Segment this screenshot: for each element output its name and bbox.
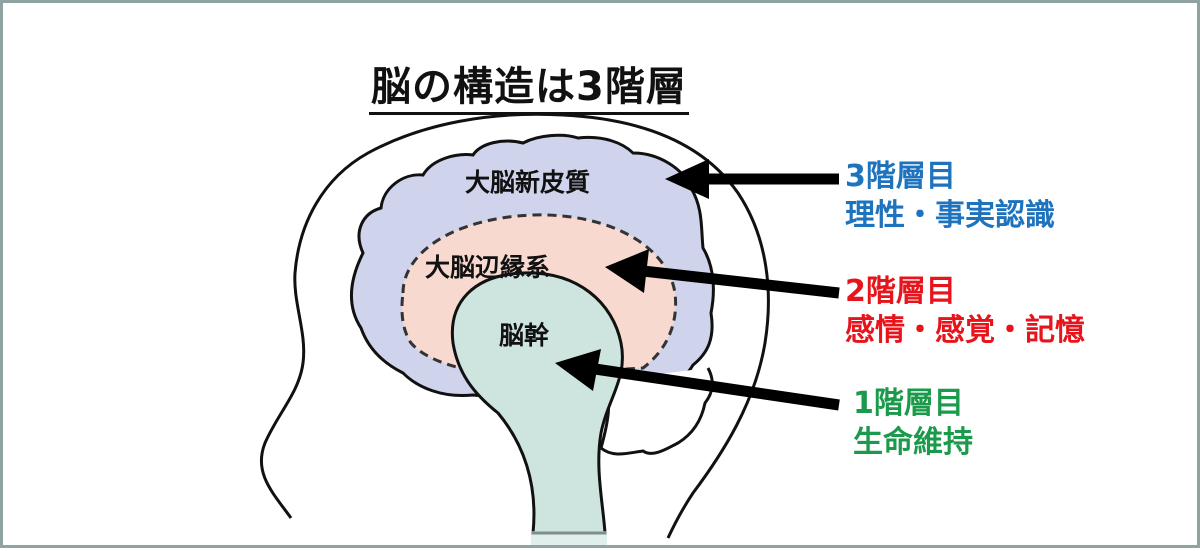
brainstem-shape [450, 271, 624, 535]
layer-1-description: 生命維持 [853, 425, 973, 460]
layer-2-number: 2階層目 [845, 274, 956, 309]
arrow-to-brainstem [555, 349, 840, 411]
brainstem-label: 脳幹 [499, 321, 550, 350]
brain-diagram [259, 112, 840, 545]
page-title: 脳の構造は3階層 [369, 64, 689, 115]
layer-3-number: 3階層目 [845, 159, 956, 194]
layer-3-callout: 3階層目 理性・事実認識 [845, 158, 1055, 236]
layer-1-number: 1階層目 [853, 386, 964, 421]
neocortex-label: 大脳新皮質 [465, 168, 591, 197]
layer-1-callout: 1階層目 生命維持 [853, 385, 973, 463]
layer-3-description: 理性・事実認識 [845, 198, 1055, 233]
arrow-to-limbic [605, 249, 840, 299]
layer-2-description: 感情・感覚・記憶 [845, 313, 1085, 348]
arrow-to-neocortex [665, 159, 839, 199]
cerebellum-shape [599, 367, 714, 456]
layer-2-callout: 2階層目 感情・感覚・記憶 [845, 273, 1085, 351]
limbic-label: 大脳辺縁系 [425, 253, 551, 282]
